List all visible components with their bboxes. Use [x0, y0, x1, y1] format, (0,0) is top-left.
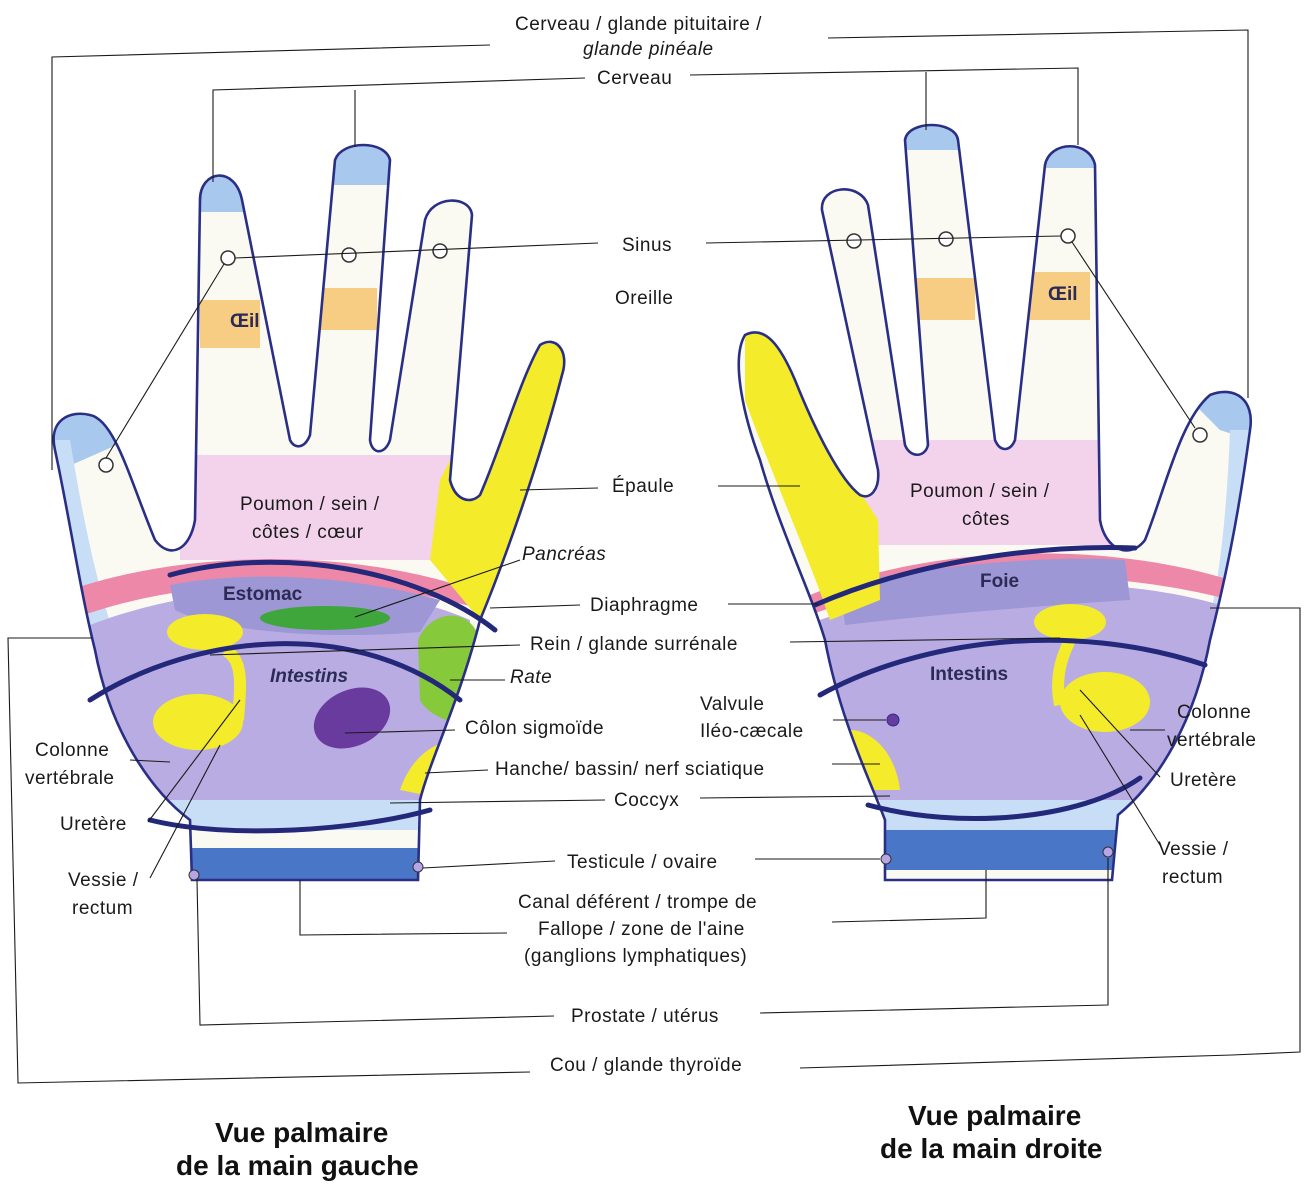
captions: Vue palmaire de la main gauche Vue palma… [176, 1100, 1103, 1181]
label-oreille: Oreille [615, 288, 673, 309]
left-brain-zone-middle [330, 130, 395, 185]
left-bladder-zone [153, 694, 243, 750]
left-sinus-point-3 [433, 244, 447, 258]
right-lung-label-2: côtes [962, 509, 1010, 530]
left-hand: Œil Poumon / sein / côtes / cœur Estomac… [40, 130, 565, 888]
label-canal-2: Fallope / zone de l'aine [538, 919, 745, 940]
label-cerveau-pituitaire: Cerveau / glande pituitaire / [515, 14, 762, 35]
left-wrist-point-1 [189, 870, 199, 880]
left-stomach-label: Estomac [223, 584, 303, 605]
right-wrist-point-2 [1103, 847, 1113, 857]
left-pancreas-zone [260, 606, 390, 630]
left-sinus-point-1 [221, 251, 235, 265]
label-colon: Côlon sigmoïde [465, 718, 604, 739]
left-sinus-point-thumb [99, 458, 113, 472]
label-colonne-right-1: Colonne [1177, 702, 1251, 723]
left-spleen-zone [418, 616, 480, 724]
left-eye-label: Œil [230, 311, 260, 332]
label-vessie-right-1: Vessie / [1158, 839, 1229, 860]
right-bladder-zone [1060, 672, 1150, 732]
left-groin-band [180, 848, 440, 888]
label-vessie-left-1: Vessie / [68, 870, 139, 891]
caption-left-1: Vue palmaire [215, 1117, 388, 1148]
label-diaphragme: Diaphragme [590, 595, 699, 616]
label-testicule: Testicule / ovaire [567, 852, 718, 873]
label-rein: Rein / glande surrénale [530, 634, 738, 655]
right-sinus-point-3 [1061, 229, 1075, 243]
right-sinus-point-1 [847, 234, 861, 248]
label-cou: Cou / glande thyroïde [550, 1055, 742, 1076]
right-kidney-zone [1034, 604, 1106, 640]
label-hanche: Hanche/ bassin/ nerf sciatique [495, 759, 765, 780]
label-valvule-2: Iléo-cæcale [700, 721, 804, 742]
label-colonne-left-1: Colonne [35, 740, 109, 761]
label-rate: Rate [510, 667, 552, 688]
left-lung-label-2: côtes / cœur [252, 522, 364, 543]
label-sinus: Sinus [622, 235, 672, 256]
label-coccyx: Coccyx [614, 790, 679, 811]
label-vessie-right-2: rectum [1162, 867, 1223, 888]
right-sinus-point-thumb [1193, 428, 1207, 442]
label-uretere-right: Uretère [1170, 770, 1237, 791]
caption-right-1: Vue palmaire [908, 1100, 1081, 1131]
right-valve-point [887, 714, 899, 726]
label-uretere-left: Uretère [60, 814, 127, 835]
label-prostate: Prostate / utérus [571, 1006, 719, 1027]
caption-right-2: de la main droite [880, 1133, 1103, 1164]
right-liver-label: Foie [980, 571, 1019, 592]
left-sinus-point-2 [342, 248, 356, 262]
label-pancreas: Pancréas [522, 544, 606, 565]
label-colonne-right-2: vertébrale [1167, 730, 1257, 751]
right-hand: Œil Poumon / sein / côtes Foie Intestins [739, 120, 1260, 880]
right-eye-zone-1 [915, 278, 975, 320]
right-wrist-point-1 [881, 854, 891, 864]
right-groin-band [870, 830, 1120, 870]
label-colonne-left-2: vertébrale [25, 768, 115, 789]
label-canal-3: (ganglions lymphatiques) [524, 946, 747, 967]
label-vessie-left-2: rectum [72, 898, 133, 919]
label-cerveau: Cerveau [597, 68, 672, 89]
caption-left-2: de la main gauche [176, 1150, 419, 1181]
left-intestine-label: Intestins [270, 666, 348, 687]
label-epaule: Épaule [612, 476, 674, 497]
label-valvule-1: Valvule [700, 694, 764, 715]
right-lung-label-1: Poumon / sein / [910, 481, 1050, 502]
right-sinus-point-2 [939, 232, 953, 246]
right-intestine-label: Intestins [930, 664, 1008, 685]
right-eye-label: Œil [1048, 284, 1078, 305]
label-canal-1: Canal déférent / trompe de [518, 892, 757, 913]
left-lung-label-1: Poumon / sein / [240, 494, 380, 515]
left-kidney-zone [167, 614, 243, 650]
label-glande-pineale: glande pinéale [583, 39, 714, 60]
left-wrist-point-2 [413, 862, 423, 872]
